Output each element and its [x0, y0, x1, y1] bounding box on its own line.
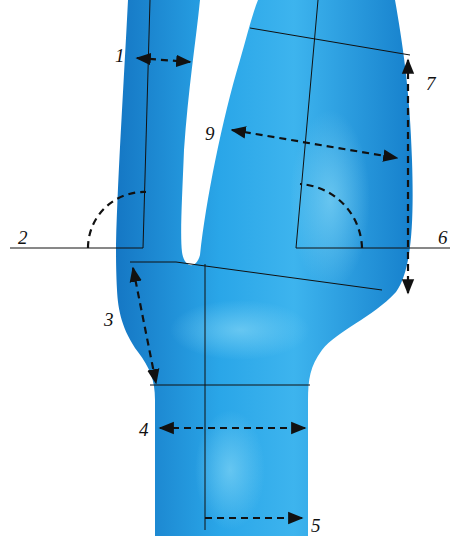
reference-lines [10, 0, 450, 530]
callout-number: 6 [438, 228, 448, 247]
callout-number: 9 [205, 124, 215, 143]
callout-number: 1 [115, 46, 125, 65]
callout-number: 2 [18, 228, 28, 247]
callout-number: 3 [104, 310, 114, 329]
callout-number: 4 [139, 420, 149, 439]
callout-number: 7 [426, 74, 436, 93]
callout-number: 5 [311, 516, 321, 535]
measure-arrows [88, 58, 408, 518]
vessel-wall [116, 0, 413, 536]
